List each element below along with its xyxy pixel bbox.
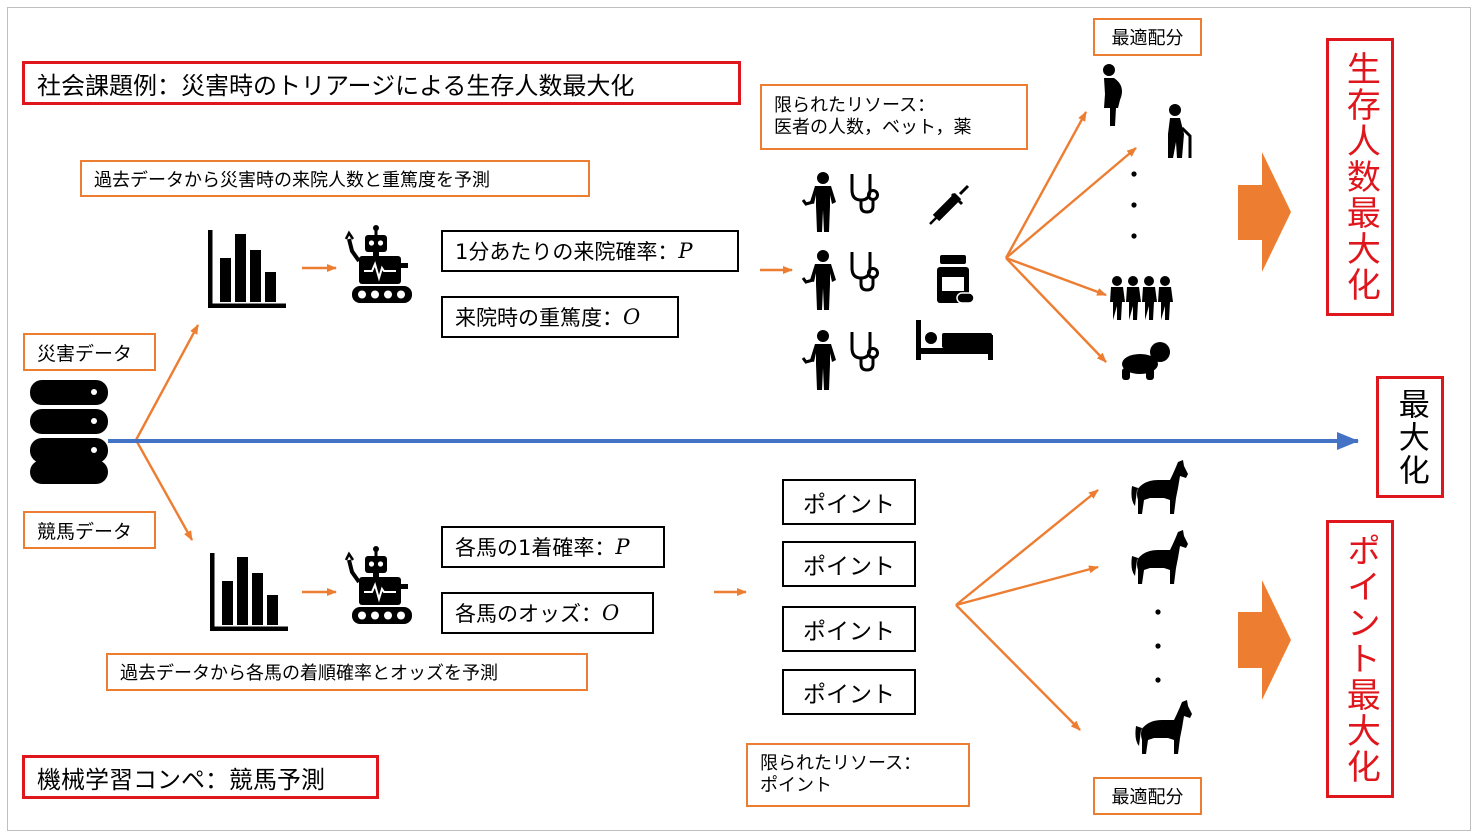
p-symbol: P xyxy=(615,535,630,559)
bottom-feature-o-text: 各馬のオッズ： xyxy=(455,602,602,626)
horse-data-text: 競馬データ xyxy=(37,520,133,543)
crawling-baby-icon xyxy=(1122,342,1170,380)
top-feature-p-box: 1分あたりの来院確率： P xyxy=(441,230,739,272)
point-box-text: ポイント xyxy=(803,682,895,708)
doctor-icon xyxy=(801,170,879,234)
bottom-result-text: ポイント最大化 xyxy=(1340,533,1381,785)
branch-arrow-up xyxy=(134,324,200,441)
top-predict-note: 過去データから災害時の来院人数と重篤度を予測 xyxy=(80,160,590,197)
top-resource-line2: 医者の人数，ベット，薬 xyxy=(774,117,972,138)
horse-icon xyxy=(1131,460,1188,514)
vertical-ellipsis xyxy=(1131,171,1161,683)
p-symbol: P xyxy=(678,239,693,263)
robot-icon xyxy=(344,544,414,626)
allocation-arrow-top-2 xyxy=(1005,147,1137,259)
bottom-result-box: ポイント最大化 xyxy=(1326,520,1394,798)
syringe-icon xyxy=(929,184,970,225)
allocation-arrow-top-4 xyxy=(1005,257,1107,363)
point-box: ポイント xyxy=(782,606,916,652)
pregnant-woman-icon xyxy=(1103,64,1122,126)
branch-arrow-down xyxy=(134,439,194,541)
bottom-feature-p-text: 各馬の1着確率： xyxy=(455,536,616,560)
top-resource-box: 限られたリソース： 医者の人数，ベット，薬 xyxy=(760,84,1028,150)
hospital-bed-icon xyxy=(916,320,993,360)
horse-icon xyxy=(1131,530,1188,584)
point-box: ポイント xyxy=(782,669,916,715)
bottom-feature-p-box: 各馬の1着確率： P xyxy=(441,526,665,568)
top-feature-o-text: 来院時の重篤度： xyxy=(455,306,623,330)
diagram-frame xyxy=(7,7,1471,831)
bottom-resource-line1: 限られたリソース： xyxy=(760,752,922,774)
top-feature-o-box: 来院時の重篤度： O xyxy=(441,296,679,338)
top-allocation-text: 最適配分 xyxy=(1111,28,1184,49)
point-box-text: ポイント xyxy=(803,619,895,645)
allocation-arrow-bottom-1 xyxy=(955,489,1099,606)
o-symbol: O xyxy=(623,305,641,329)
bar-chart-icon xyxy=(208,230,286,308)
group-of-people-icon xyxy=(1110,276,1173,320)
robot-icon xyxy=(344,223,414,305)
bottom-resource-line2: ポイント xyxy=(760,775,832,796)
doctor-icon xyxy=(801,328,879,392)
top-result-box: 生存人数最大化 xyxy=(1326,38,1394,316)
bottom-predict-note-text: 過去データから各馬の着順確率とオッズを予測 xyxy=(120,663,498,684)
bottom-predict-note: 過去データから各馬の着順確率とオッズを予測 xyxy=(106,653,588,691)
database-icon xyxy=(30,380,108,484)
top-title-text: 社会課題例：災害時のトリアージによる生存人数最大化 xyxy=(37,71,635,100)
allocation-arrow-top-1 xyxy=(1004,111,1088,259)
center-maximize-text: 最大化 xyxy=(1392,387,1429,487)
top-allocation-label: 最適配分 xyxy=(1093,18,1202,56)
top-feature-p-text: 1分あたりの来院確率： xyxy=(455,240,679,264)
bottom-allocation-text: 最適配分 xyxy=(1111,787,1184,808)
top-title: 社会課題例：災害時のトリアージによる生存人数最大化 xyxy=(22,61,741,105)
block-arrow-right-icon xyxy=(1238,580,1291,700)
pill-bottle-icon xyxy=(937,255,975,304)
bar-chart-icon xyxy=(210,553,288,631)
bottom-resource-box: 限られたリソース： ポイント xyxy=(746,743,970,807)
point-box-text: ポイント xyxy=(803,492,895,518)
horse-data-label: 競馬データ xyxy=(23,511,156,549)
bottom-title: 機械学習コンペ：競馬予測 xyxy=(22,755,379,799)
allocation-arrow-bottom-2 xyxy=(955,565,1099,607)
bottom-allocation-label: 最適配分 xyxy=(1093,777,1202,815)
horse-icon xyxy=(1135,700,1192,754)
bottom-title-text: 機械学習コンペ：競馬予測 xyxy=(37,765,325,794)
allocation-arrow-top-3 xyxy=(1005,256,1107,297)
elderly-person-icon xyxy=(1168,104,1192,158)
top-predict-note-text: 過去データから災害時の来院人数と重篤度を予測 xyxy=(94,169,490,191)
allocation-arrow-bottom-3 xyxy=(955,604,1081,731)
point-box: ポイント xyxy=(782,479,916,525)
block-arrow-right-icon xyxy=(1238,152,1291,272)
disaster-data-label: 災害データ xyxy=(23,333,156,371)
bottom-feature-o-box: 各馬のオッズ： O xyxy=(441,592,654,634)
center-maximize-box: 最大化 xyxy=(1376,376,1444,498)
o-symbol: O xyxy=(602,601,620,625)
point-box: ポイント xyxy=(782,541,916,587)
point-box-text: ポイント xyxy=(803,554,895,580)
top-resource-line1: 限られたリソース： xyxy=(774,94,936,116)
top-result-text: 生存人数最大化 xyxy=(1340,51,1381,303)
doctor-icon xyxy=(801,248,879,312)
disaster-data-text: 災害データ xyxy=(37,342,133,365)
